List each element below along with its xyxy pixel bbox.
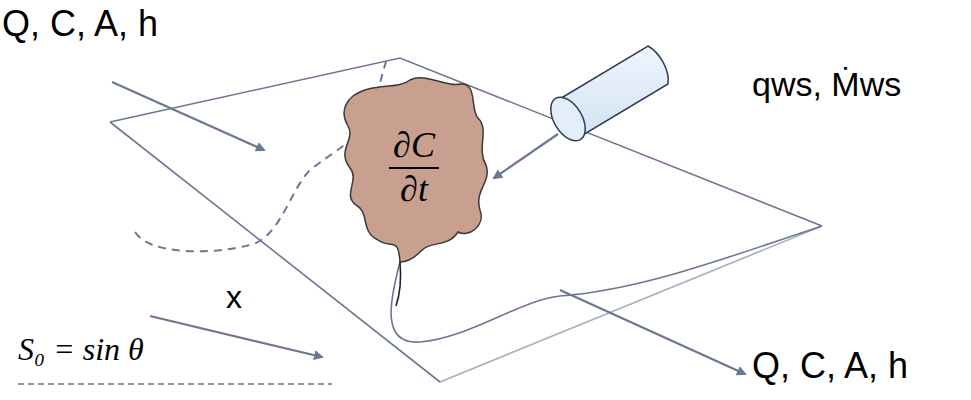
channel-outline <box>110 58 822 382</box>
slope-formula: S₀ = sin θ <box>18 332 144 367</box>
slope-baseline <box>18 383 332 385</box>
pollutant-blob <box>344 78 487 262</box>
flow-arrows <box>112 82 745 374</box>
inflow-variables: Q, C, A, h <box>2 4 158 44</box>
fraction-bar <box>389 167 439 169</box>
math-term: ∂C <box>389 127 439 165</box>
rate-term: ∂C ∂t <box>389 127 439 209</box>
section-edge <box>396 262 401 306</box>
outflow-variables: Q, C, A, h <box>752 346 908 386</box>
axis-label: x <box>226 280 242 315</box>
math-term: ∂t <box>396 171 432 209</box>
pipe-symbol <box>544 46 669 147</box>
source-terms: qws, Ṁws <box>752 66 901 103</box>
